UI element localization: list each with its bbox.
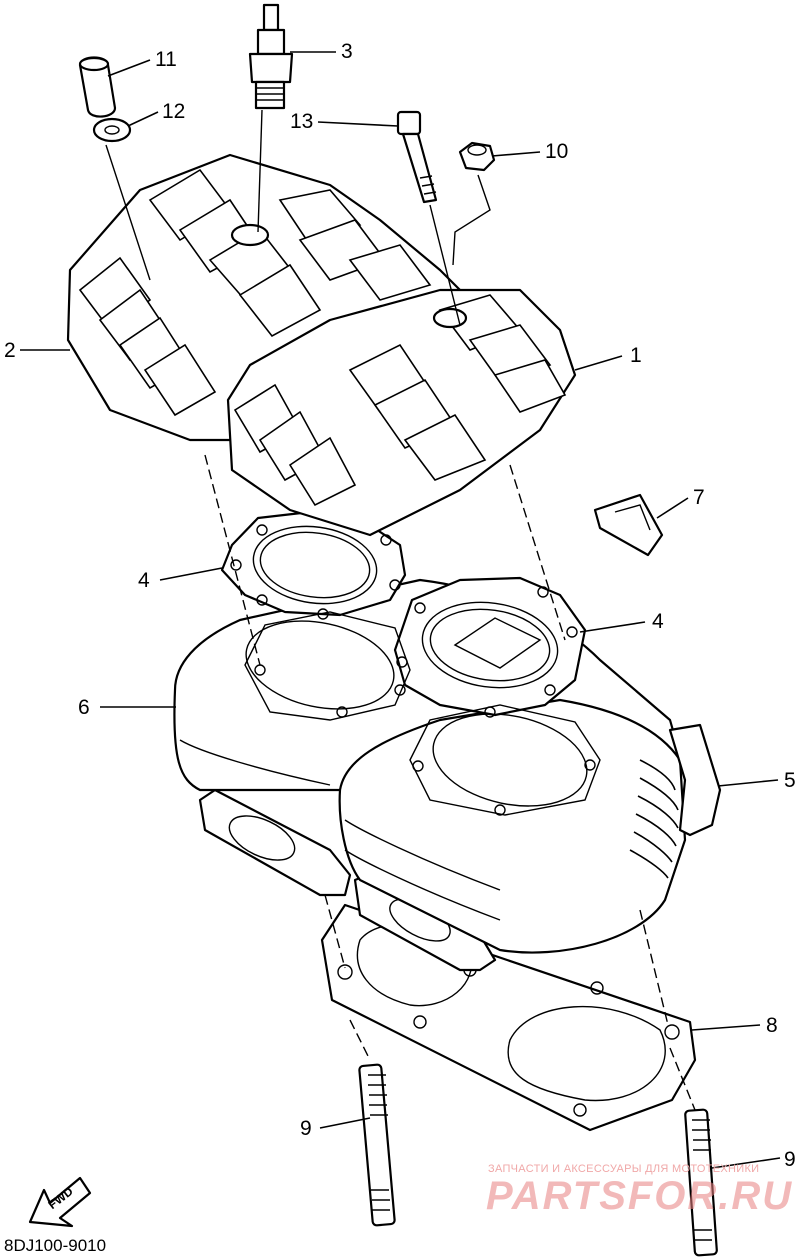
- fitting-sleeve: [78, 56, 117, 118]
- callout-2: 2: [4, 339, 16, 362]
- callout-9-right: 9: [784, 1148, 796, 1171]
- callout-3: 3: [341, 40, 353, 63]
- nut: [452, 141, 496, 266]
- leader-lines: [20, 51, 781, 1169]
- block-top-gasket-outline: [244, 611, 601, 816]
- callout-6: 6: [78, 696, 90, 719]
- stud-bolt-left: [358, 1063, 396, 1227]
- callout-11: 11: [155, 48, 177, 71]
- diagram-code: 8DJ100-9010: [4, 1236, 107, 1255]
- callout-8: 8: [766, 1014, 778, 1037]
- fwd-arrow-icon: FWD: [28, 1176, 92, 1228]
- alignment-lines: [204, 454, 696, 1111]
- watermark-logo: PARTSFOR.RU: [486, 1174, 794, 1218]
- callout-4-front: 4: [652, 610, 664, 633]
- callout-5: 5: [784, 769, 796, 792]
- spark-plug: [248, 3, 294, 233]
- callout-4-rear: 4: [138, 569, 150, 592]
- flange-bolt: [396, 110, 461, 326]
- head-gasket-front: [393, 576, 587, 718]
- washer: [92, 117, 151, 281]
- cylinder-head: [66, 153, 577, 537]
- transfer-port-cover: [668, 723, 722, 837]
- callout-10: 10: [545, 140, 568, 163]
- stud-bolt-right: [684, 1108, 718, 1257]
- callout-7: 7: [693, 486, 705, 509]
- callout-12: 12: [162, 100, 185, 123]
- callout-9-left: 9: [300, 1117, 312, 1140]
- watermark-tagline: ЗАПЧАСТИ И АКСЕССУАРЫ ДЛЯ МОТОТЕХНИКИ: [488, 1163, 760, 1175]
- callout-numbers: 11 12 3 13 10 2 1 7 4 4 6 5 8 9 9: [4, 40, 796, 1171]
- callout-1: 1: [630, 344, 642, 367]
- hose-clamp-holder: [593, 493, 664, 557]
- callout-13: 13: [290, 110, 313, 133]
